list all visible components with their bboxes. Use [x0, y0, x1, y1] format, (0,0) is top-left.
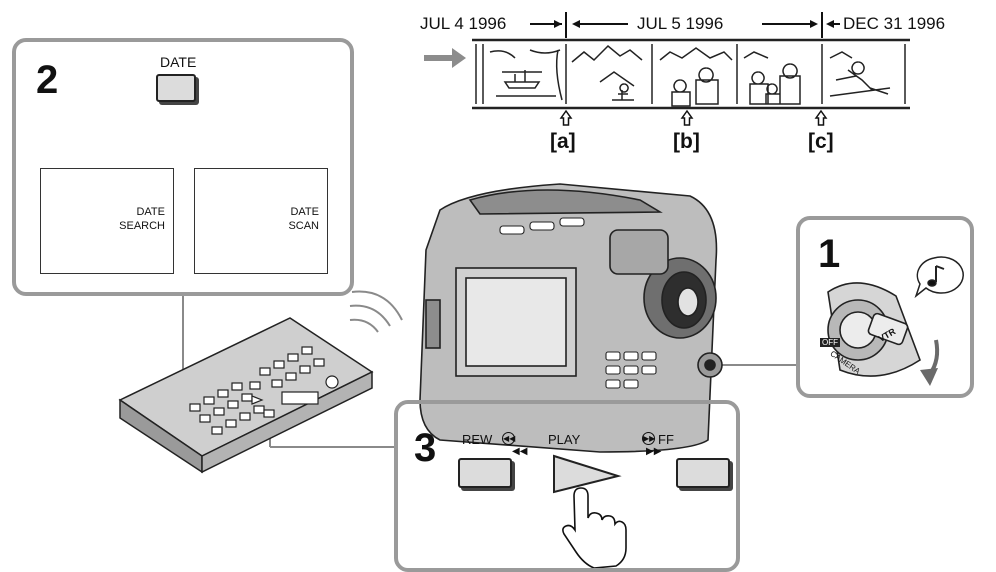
rew-label: REW — [462, 432, 492, 447]
step1-number: 1 — [818, 234, 840, 274]
marker-up-arrows — [561, 111, 826, 125]
dial-label-off: OFF — [820, 338, 840, 347]
date-button[interactable] — [156, 74, 196, 102]
marker-a: [a] — [550, 130, 576, 154]
ff-arrow-icon: ▶▶ — [646, 446, 661, 457]
dial-label-vtr: VTR — [877, 326, 898, 344]
rew-button[interactable] — [458, 458, 512, 488]
step3-number: 3 — [414, 428, 436, 468]
date-search-screen: DATE SEARCH — [40, 168, 174, 274]
date-scan-text: DATE SCAN — [288, 205, 319, 233]
date-scan-screen: DATE SCAN — [194, 168, 328, 274]
remote-control-art — [120, 318, 372, 472]
ir-signal-waves — [350, 292, 402, 332]
dial-label-camera: CAMERA — [829, 349, 862, 376]
rew-arrow-icon: ◀◀ — [512, 446, 527, 457]
rew-circle-icon: ◀◀ — [502, 432, 515, 445]
tape-film-strip — [472, 40, 910, 108]
play-label: PLAY — [548, 432, 580, 447]
step1-panel: 1 VTR OFF CAMERA — [796, 216, 974, 398]
marker-c: [c] — [808, 130, 834, 154]
marker-b: [b] — [673, 130, 700, 154]
step3-panel: 3 REW ◀◀ ◀◀ PLAY ▶▶ FF ▶▶ — [394, 400, 740, 572]
date-search-text: DATE SEARCH — [119, 205, 165, 233]
step2-number: 2 — [36, 60, 58, 100]
ff-button[interactable] — [676, 458, 730, 488]
date-button-label: DATE — [160, 54, 196, 70]
play-button[interactable] — [548, 450, 628, 500]
timeline-date-start: JUL 4 1996 — [420, 14, 506, 34]
tape-feed-arrow — [424, 48, 466, 68]
ff-label: FF — [658, 432, 674, 447]
timeline-date-middle: JUL 5 1996 — [637, 14, 723, 34]
ff-circle-icon: ▶▶ — [642, 432, 655, 445]
timeline-date-end: DEC 31 1996 — [843, 14, 945, 34]
step2-panel: 2 DATE DATE SEARCH DATE SCAN — [12, 38, 354, 296]
